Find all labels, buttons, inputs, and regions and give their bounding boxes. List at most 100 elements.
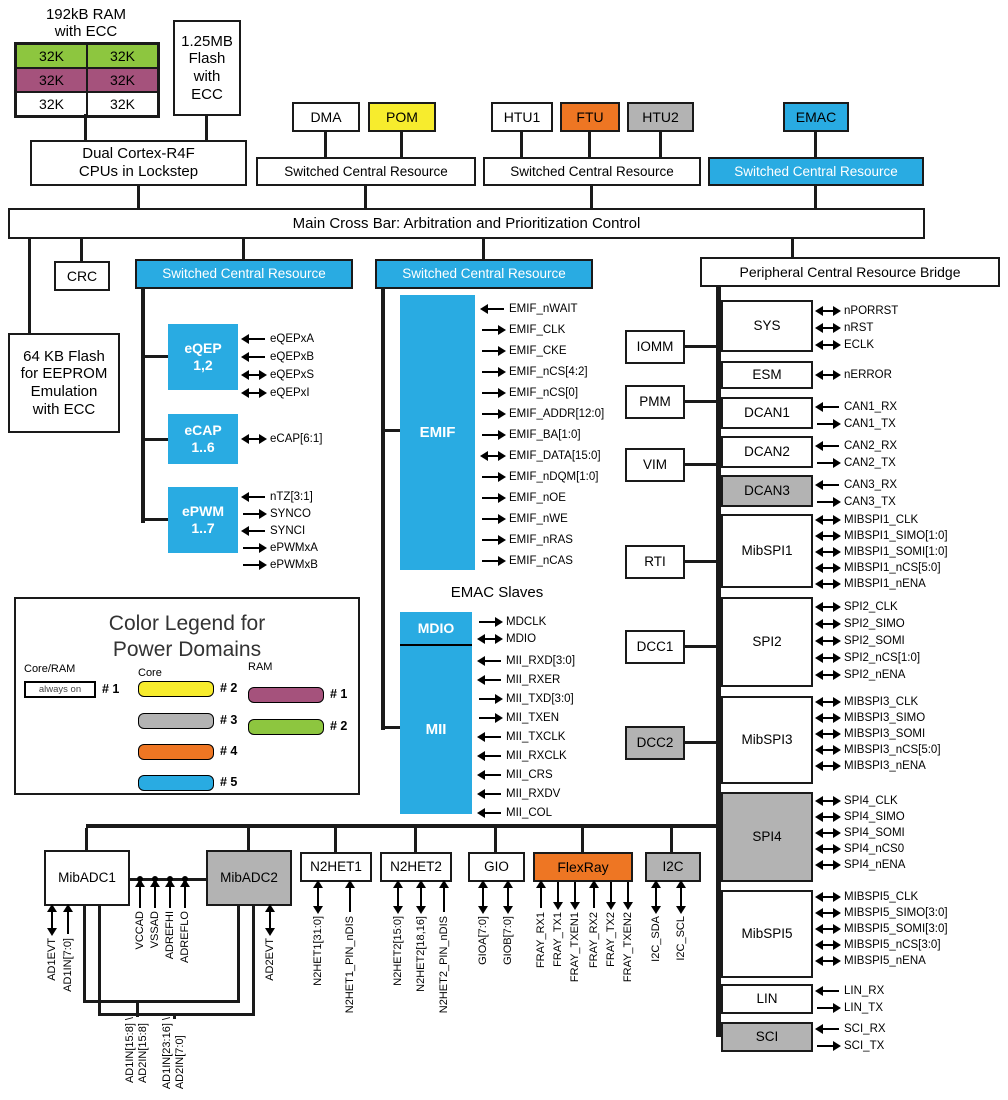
signal-arrow-icon xyxy=(817,496,841,507)
signal-label: MII_TXD[3:0] xyxy=(506,692,574,705)
signal-row: SPI2_SIMO xyxy=(815,615,920,632)
connector-line xyxy=(205,116,208,140)
signal-arrow-icon xyxy=(815,531,841,541)
pin-line xyxy=(606,882,616,910)
signal-arrow-icon xyxy=(815,515,841,525)
signal-arrow-icon xyxy=(815,713,841,723)
signal-label: eQEPxB xyxy=(270,351,315,363)
signal-arrow-icon xyxy=(815,796,841,806)
pin-label: FRAY_RX1 xyxy=(535,912,547,969)
pin-label: FRAY_TX1 xyxy=(552,912,564,967)
emac-slaves-title: EMAC Slaves xyxy=(450,584,544,601)
signal-arrow-icon xyxy=(817,418,841,429)
signal-label: MIBSPI1_CLK xyxy=(844,514,919,526)
signal-row: MIBSPI5_SIMO[3:0] xyxy=(815,905,948,921)
connector-line xyxy=(324,132,327,157)
signal-row: MIBSPI5_SOMI[3:0] xyxy=(815,921,948,937)
signal-arrow-icon xyxy=(241,491,265,502)
signal-arrow-icon xyxy=(477,788,501,799)
signal-label: CAN3_RX xyxy=(844,478,898,491)
pin-label: AD1IN[23:16] \ AD2IN[7:0] xyxy=(161,1017,186,1090)
box-ecap: eCAP 1..6 xyxy=(168,414,238,464)
signal-label: MII_RXER xyxy=(506,673,561,686)
box-dcan3: DCAN3 xyxy=(721,475,813,507)
ram-cell: 32K xyxy=(87,92,158,116)
box-mibspi5: MibSPI5 xyxy=(721,890,813,978)
signal-label: MIBSPI3_SIMO xyxy=(844,712,926,724)
pin-label: FRAY_TXEN1 xyxy=(569,912,581,983)
signal-row: MIBSPI3_nENA xyxy=(815,758,941,774)
connector-line xyxy=(145,438,168,441)
pin-label: N2HET2[18,16] xyxy=(415,916,427,992)
pin-label: VSSAD xyxy=(149,911,161,949)
signal-arrow-icon xyxy=(243,508,267,519)
pin-line xyxy=(150,879,160,908)
signal-row: SPI2_nENA xyxy=(815,666,920,683)
signal-arrow-icon xyxy=(815,401,839,412)
signal-label: ePWMxA xyxy=(270,541,318,554)
box-vim: VIM xyxy=(625,448,685,482)
signal-row: EMIF_CKE xyxy=(482,340,604,361)
signal-row: MII_RXDV xyxy=(477,784,575,803)
signal-arrow-icon xyxy=(480,450,506,461)
pin-label: N2HET2_PIN_nDIS xyxy=(438,916,450,1014)
signal-row: EMIF_nCS[0] xyxy=(482,382,604,403)
signal-row: SPI4_CLK xyxy=(815,793,905,809)
ram-title: 192kB RAM with ECC xyxy=(45,6,127,41)
connector-line xyxy=(659,132,662,157)
signal-label: SPI2_SIMO xyxy=(844,617,905,630)
signal-row: MII_RXCLK xyxy=(477,746,575,765)
adc-shared-net-line xyxy=(83,906,86,1003)
signal-row: SPI4_SOMI xyxy=(815,825,905,841)
box-sys: SYS xyxy=(721,300,813,352)
legend-col-core: Core xyxy=(138,667,162,679)
signal-arrow-icon xyxy=(815,860,841,870)
pin-line xyxy=(165,879,175,908)
signal-label: CAN1_RX xyxy=(844,400,898,413)
connector-line xyxy=(814,186,817,208)
adc-shared-net-line xyxy=(173,1013,176,1019)
signal-row: MII_RXD[3:0] xyxy=(477,651,576,670)
signal-row: MIBSPI1_CLK xyxy=(815,512,948,528)
signal-row: EMIF_nCS[4:2] xyxy=(482,361,604,382)
box-scr-1: Switched Central Resource xyxy=(256,157,476,186)
pin-line xyxy=(63,904,73,934)
box-sci: SCI xyxy=(721,1022,813,1052)
legend-swatch-purple xyxy=(248,687,324,703)
connector-line xyxy=(685,400,716,403)
ram-cell: 32K xyxy=(16,44,87,68)
signal-label: MIBSPI1_SOMI[1:0] xyxy=(844,546,948,558)
signal-arrow-icon xyxy=(815,956,841,966)
pin-line xyxy=(478,880,488,914)
signal-row: MIBSPI3_CLK xyxy=(815,694,941,710)
legend-col-ram: RAM xyxy=(248,661,273,673)
signal-row: MDCLK xyxy=(479,613,546,630)
signal-arrow-icon xyxy=(479,616,503,627)
box-pom: POM xyxy=(368,102,436,132)
connector-line xyxy=(137,186,140,208)
signal-label: MII_COL xyxy=(506,806,553,819)
signal-arrow-icon xyxy=(815,652,841,663)
signal-arrow-icon xyxy=(815,697,841,707)
legend-col-core-ram: Core/RAM xyxy=(24,663,76,675)
signal-row: EMIF_nDQM[1:0] xyxy=(482,466,604,487)
pin-line xyxy=(651,880,661,914)
signal-label: EMIF_nWAIT xyxy=(509,302,578,315)
signal-arrow-icon xyxy=(243,559,267,570)
box-cpu: Dual Cortex-R4F CPUs in Lockstep xyxy=(30,140,247,186)
connector-line xyxy=(791,239,794,257)
pin-label: N2HET1_PIN_nDIS xyxy=(344,916,356,1014)
adc-shared-net-line xyxy=(98,906,101,1016)
box-crossbar: Main Cross Bar: Arbitration and Prioriti… xyxy=(8,208,925,239)
signal-label: SPI2_nENA xyxy=(844,668,906,681)
signal-label: MII_RXDV xyxy=(506,787,561,800)
signal-label: nRST xyxy=(844,321,874,334)
signal-row: SCI_RX xyxy=(815,1020,886,1037)
connector-line xyxy=(85,828,88,850)
legend-swatch-yellow xyxy=(138,681,214,697)
signal-label: MII_RXD[3:0] xyxy=(506,654,576,667)
signal-arrow-icon xyxy=(815,844,841,854)
